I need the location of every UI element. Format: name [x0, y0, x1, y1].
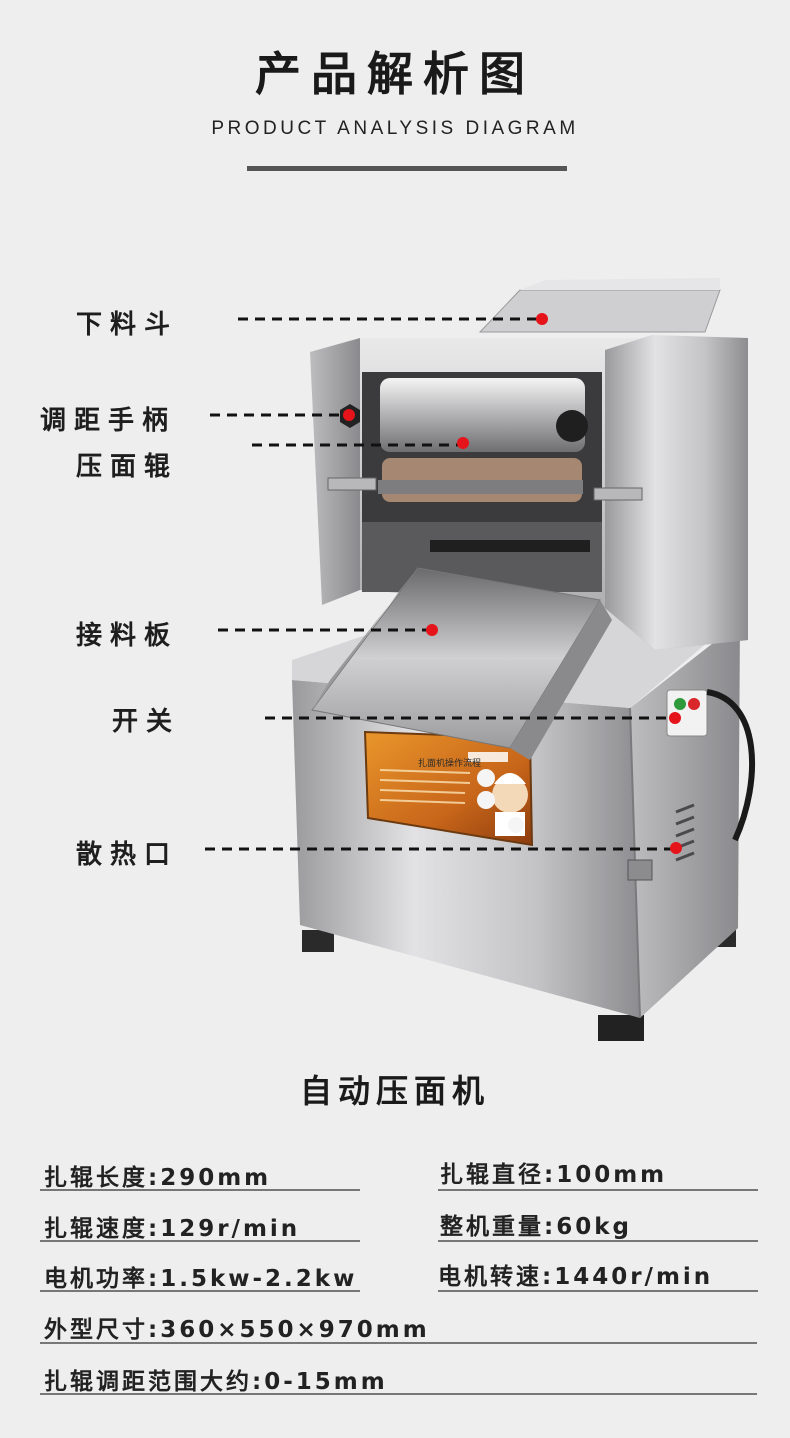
foot-front — [598, 1015, 644, 1041]
title-divider — [247, 166, 567, 171]
marker-roller — [457, 437, 469, 449]
callout-label-vent: 散热口 — [76, 840, 179, 870]
spec-divider — [40, 1290, 360, 1292]
spec-dimensions: 外型尺寸:360×550×970mm — [44, 1317, 430, 1343]
spec-divider — [40, 1189, 360, 1191]
product-name: 自动压面机 — [299, 1072, 490, 1110]
marker-receiving-tray — [426, 624, 438, 636]
spec-motor-speed: 电机转速:1440r/min — [438, 1264, 714, 1290]
chef-illustration — [492, 777, 528, 813]
spec-motor-power: 电机功率:1.5kw-2.2kw — [44, 1266, 358, 1292]
adjust-knob-right — [556, 410, 588, 442]
housing-left-side — [310, 338, 360, 605]
spec-roller-diameter: 扎辊直径:100mm — [440, 1162, 668, 1188]
spec-gap-range: 扎辊调距范围大约:0-15mm — [44, 1369, 388, 1395]
callout-label-roller: 压面辊 — [76, 452, 179, 482]
spec-divider — [40, 1240, 360, 1242]
marker-adjust-handle — [343, 409, 355, 421]
power-cable — [706, 689, 756, 842]
housing-right-panel — [605, 335, 748, 650]
page-subtitle: PRODUCT ANALYSIS DIAGRAM — [211, 118, 579, 139]
spec-divider — [438, 1240, 758, 1242]
spec-roller-length: 扎辊长度:290mm — [44, 1165, 272, 1191]
page-title: 产品解析图 — [255, 47, 535, 101]
spec-roller-speed: 扎辊速度:129r/min — [44, 1216, 301, 1242]
vent-slots — [675, 803, 695, 862]
marker-vent — [670, 842, 682, 854]
callout-label-switch: 开关 — [112, 707, 181, 737]
side-latch — [627, 859, 653, 881]
noodle-press-machine-illustration: 扎面机操作流程 — [292, 278, 756, 1041]
poster-title: 扎面机操作流程 — [418, 757, 481, 769]
spec-divider — [40, 1393, 757, 1395]
marker-switch — [669, 712, 681, 724]
callout-label-adjust-handle: 调距手柄 — [40, 406, 177, 436]
spec-divider — [40, 1342, 757, 1344]
marker-hopper — [536, 313, 548, 325]
spec-divider — [438, 1290, 758, 1292]
spec-divider — [438, 1189, 758, 1191]
callout-label-receiving-tray: 接料板 — [76, 621, 179, 651]
foot-left-back — [302, 930, 334, 952]
callout-label-hopper: 下料斗 — [76, 310, 179, 340]
spec-machine-weight: 整机重量:60kg — [440, 1214, 632, 1240]
upper-roller — [380, 378, 585, 452]
